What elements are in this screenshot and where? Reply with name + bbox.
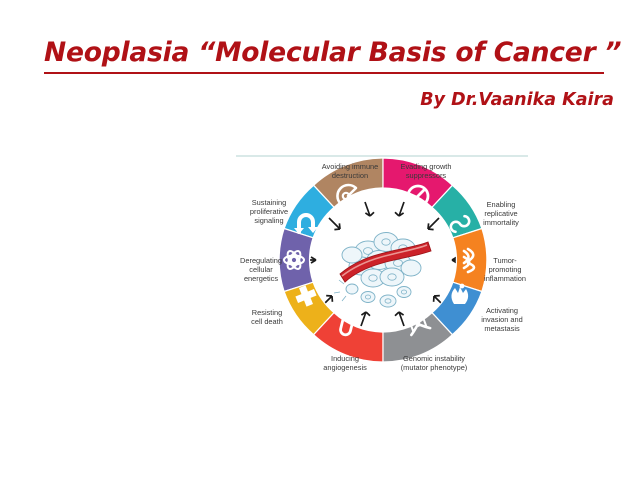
author-subtitle: By Dr.Vaanika Kaira (420, 90, 614, 110)
hallmarks-wheel: Avoiding immune destruction Evading grow… (228, 156, 538, 384)
label-enabling-replicative-immortality: Enabling replicative immortality (483, 200, 519, 228)
label-resisting-cell-death: Resisting cell death (251, 308, 283, 327)
grabbing-hand-icon (451, 283, 469, 304)
label-evading-growth-suppressors: Evading growth suppressors (400, 162, 452, 181)
label-activating-invasion-and-metastasis: Activating invasion and metastasis (481, 306, 523, 334)
label-sustaining-proliferative-signaling: Sustaining proliferative signaling (249, 198, 289, 226)
pacman-cell-icon (336, 183, 358, 209)
wedge-sustaining-proliferative-signaling (283, 184, 335, 239)
title-underline (44, 72, 604, 74)
page-title: Neoplasia “Molecular Basis of Cancer ” (44, 37, 622, 68)
blood-vessel-icon (339, 311, 356, 337)
arrow-loop-icon (294, 213, 318, 234)
cross-icon (295, 285, 317, 307)
atom-icon (283, 250, 305, 270)
wedge-inducing-angiogenesis (312, 311, 384, 363)
dna-helix-icon (404, 311, 432, 337)
figure-divider (236, 155, 528, 157)
infinity-icon (449, 214, 471, 234)
hallmark-wedges (278, 157, 488, 363)
label-deregulating-cellular-energetics: Deregulating cellular energetics (240, 256, 282, 284)
tumor-center-illustration (333, 232, 432, 308)
label-tumor-promoting-inflammation: Tumor- promoting inflammation (484, 256, 526, 284)
hallmarks-wheel-svg (278, 157, 488, 363)
wedge-genomic-instability (382, 311, 454, 363)
label-inducing-angiogenesis: Inducing angiogenesis (323, 354, 367, 373)
no-entry-icon (406, 184, 430, 208)
label-avoiding-immune-destruction: Avoiding immune destruction (321, 162, 379, 181)
label-genomic-instability: Genomic instability (mutator phenotype) (400, 354, 468, 373)
hallmarks-figure: Avoiding immune destruction Evading grow… (228, 150, 538, 385)
flame-icon (462, 247, 476, 274)
wedge-resisting-cell-death (283, 281, 335, 336)
